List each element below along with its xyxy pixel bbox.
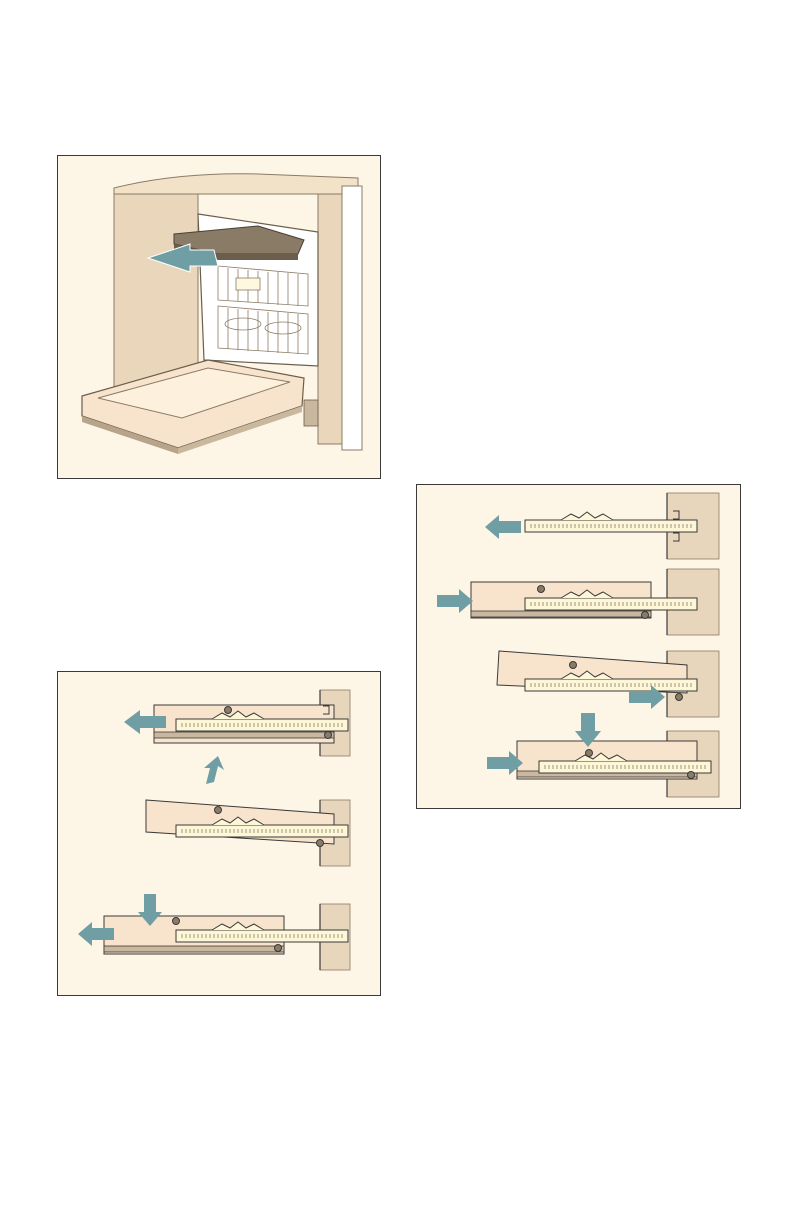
figure-dishwasher (57, 155, 381, 479)
removal-step-1 (124, 690, 350, 756)
screw-icon (538, 586, 545, 593)
figure-removal-steps (57, 671, 381, 996)
install-step-2 (437, 569, 719, 635)
left-cabinet (114, 194, 198, 394)
screw-icon (215, 807, 222, 814)
screw-icon (225, 707, 232, 714)
arrow-right-icon (437, 589, 473, 613)
dishwasher-illustration (58, 156, 380, 478)
screw-icon (570, 662, 577, 669)
screw-icon (173, 918, 180, 925)
screw-icon (275, 945, 282, 952)
screw-icon (676, 694, 683, 701)
install-step-1 (485, 493, 719, 559)
install-step-3 (497, 651, 719, 717)
removal-steps-diagram (58, 672, 380, 995)
removal-step-3 (78, 894, 350, 970)
install-steps-diagram (417, 485, 740, 808)
removal-step-2 (146, 800, 350, 866)
screw-icon (688, 772, 695, 779)
screw-icon (325, 732, 332, 739)
arrow-left-icon (485, 515, 521, 539)
install-step-4 (487, 713, 719, 797)
screw-icon (642, 612, 649, 619)
figure-install-steps (416, 484, 741, 809)
screw-icon (586, 750, 593, 757)
right-cabinet (318, 194, 342, 444)
arrow-up-icon (204, 756, 224, 784)
screw-icon (317, 840, 324, 847)
